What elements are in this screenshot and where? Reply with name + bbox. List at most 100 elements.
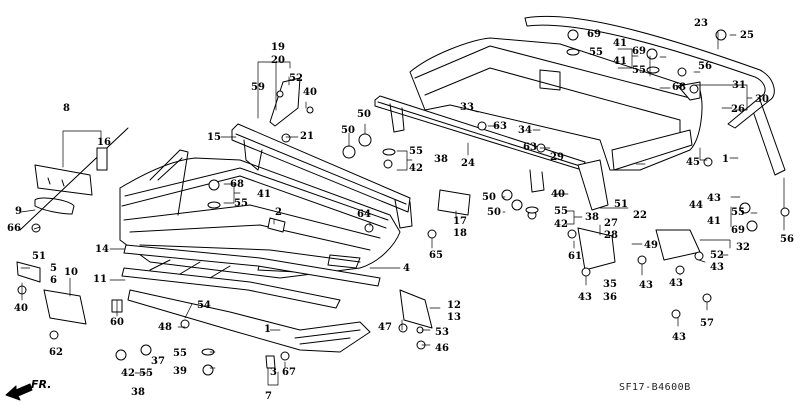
- callout-45[interactable]: 45: [686, 157, 700, 168]
- callout-4[interactable]: 4: [403, 263, 410, 274]
- callout-35[interactable]: 35: [603, 279, 617, 290]
- callout-12[interactable]: 12: [447, 300, 461, 311]
- front-bumper-beam[interactable]: [121, 244, 381, 309]
- callout-1[interactable]: 1: [264, 324, 271, 335]
- callout-65[interactable]: 65: [429, 250, 443, 261]
- callout-43[interactable]: 43: [639, 280, 653, 291]
- callout-50[interactable]: 50: [341, 125, 355, 136]
- side-brackets[interactable]: [16, 77, 701, 329]
- callout-51[interactable]: 51: [32, 251, 46, 262]
- callout-43[interactable]: 43: [707, 193, 721, 204]
- callout-55[interactable]: 55: [409, 146, 423, 157]
- callout-52[interactable]: 52: [710, 250, 724, 261]
- callout-9[interactable]: 9: [15, 206, 22, 217]
- callout-61[interactable]: 61: [568, 251, 582, 262]
- callout-18[interactable]: 18: [453, 228, 467, 239]
- callout-43[interactable]: 43: [710, 262, 724, 273]
- callout-50[interactable]: 50: [487, 207, 501, 218]
- callout-52[interactable]: 52: [289, 73, 303, 84]
- callout-69[interactable]: 69: [632, 46, 646, 57]
- callout-43[interactable]: 43: [669, 278, 683, 289]
- callout-50[interactable]: 50: [482, 192, 496, 203]
- callout-5[interactable]: 5: [50, 263, 57, 274]
- lower-spoiler[interactable]: [127, 289, 371, 353]
- callout-34[interactable]: 34: [518, 125, 532, 136]
- callout-59[interactable]: 59: [251, 82, 265, 93]
- callout-50[interactable]: 50: [357, 109, 371, 120]
- callout-53[interactable]: 53: [435, 327, 449, 338]
- callout-62[interactable]: 62: [49, 347, 63, 358]
- rear-reinforcement[interactable]: [374, 95, 586, 193]
- callout-60[interactable]: 60: [110, 317, 124, 328]
- callout-2[interactable]: 2: [275, 207, 282, 218]
- callout-3[interactable]: 3: [270, 367, 277, 378]
- callout-41[interactable]: 41: [257, 189, 271, 200]
- callout-48[interactable]: 48: [158, 322, 172, 333]
- callout-46[interactable]: 46: [435, 343, 449, 354]
- license-plate-base[interactable]: [19, 127, 129, 231]
- callout-44[interactable]: 44: [689, 200, 703, 211]
- callout-42[interactable]: 42: [409, 163, 423, 174]
- callout-55[interactable]: 55: [139, 368, 153, 379]
- callout-26[interactable]: 26: [731, 104, 745, 115]
- callout-64[interactable]: 64: [357, 209, 371, 220]
- callout-7[interactable]: 7: [265, 391, 272, 402]
- callout-63[interactable]: 63: [493, 121, 507, 132]
- callout-6[interactable]: 6: [50, 275, 57, 286]
- callout-67[interactable]: 67: [282, 367, 296, 378]
- callout-56[interactable]: 56: [780, 234, 794, 245]
- callout-38[interactable]: 38: [131, 387, 145, 398]
- callout-66[interactable]: 66: [7, 223, 21, 234]
- callout-8[interactable]: 8: [63, 103, 70, 114]
- callout-55[interactable]: 55: [632, 65, 646, 76]
- callout-19[interactable]: 19: [271, 42, 285, 53]
- callout-20[interactable]: 20: [271, 55, 285, 66]
- rear-molding[interactable]: [524, 15, 786, 176]
- callout-29[interactable]: 29: [550, 152, 564, 163]
- callout-32[interactable]: 32: [736, 242, 750, 253]
- callout-54[interactable]: 54: [197, 300, 211, 311]
- callout-42[interactable]: 42: [121, 368, 135, 379]
- callout-41[interactable]: 41: [707, 216, 721, 227]
- callout-55[interactable]: 55: [731, 207, 745, 218]
- callout-25[interactable]: 25: [740, 30, 754, 41]
- callout-37[interactable]: 37: [151, 356, 165, 367]
- callout-33[interactable]: 33: [460, 102, 474, 113]
- callout-63[interactable]: 63: [523, 142, 537, 153]
- callout-56[interactable]: 56: [698, 61, 712, 72]
- callout-1[interactable]: 1: [722, 154, 729, 165]
- callout-30[interactable]: 30: [755, 94, 769, 105]
- callout-22[interactable]: 22: [633, 210, 647, 221]
- callout-31[interactable]: 31: [732, 80, 746, 91]
- callout-39[interactable]: 39: [173, 366, 187, 377]
- callout-55[interactable]: 55: [173, 348, 187, 359]
- callout-36[interactable]: 36: [603, 292, 617, 303]
- callout-69[interactable]: 69: [587, 29, 601, 40]
- callout-17[interactable]: 17: [453, 216, 467, 227]
- front-reinforcement[interactable]: [231, 123, 413, 229]
- callout-15[interactable]: 15: [207, 132, 221, 143]
- front-bumper-face[interactable]: [119, 149, 401, 279]
- callout-14[interactable]: 14: [95, 244, 109, 255]
- callout-21[interactable]: 21: [300, 131, 314, 142]
- callout-11[interactable]: 11: [93, 274, 107, 285]
- callout-16[interactable]: 16: [97, 137, 111, 148]
- callout-57[interactable]: 43: [672, 332, 686, 343]
- rear-bumper-face[interactable]: [409, 37, 703, 171]
- callout-38[interactable]: 38: [585, 212, 599, 223]
- callout-55[interactable]: 55: [554, 206, 568, 217]
- callout-69[interactable]: 69: [731, 225, 745, 236]
- callout-23[interactable]: 23: [694, 18, 708, 29]
- callout-68[interactable]: 68: [672, 82, 686, 93]
- callout-40[interactable]: 40: [303, 87, 317, 98]
- callout-28[interactable]: 28: [604, 230, 618, 241]
- callout-58[interactable]: 57: [700, 318, 714, 329]
- callout-43[interactable]: 43: [578, 292, 592, 303]
- callout-41[interactable]: 41: [613, 56, 627, 67]
- callout-47[interactable]: 47: [378, 322, 392, 333]
- callout-40[interactable]: 40: [14, 303, 28, 314]
- fasteners[interactable]: [17, 29, 790, 376]
- callout-27[interactable]: 27: [604, 218, 618, 229]
- callout-68[interactable]: 68: [230, 179, 244, 190]
- callout-49[interactable]: 49: [644, 240, 658, 251]
